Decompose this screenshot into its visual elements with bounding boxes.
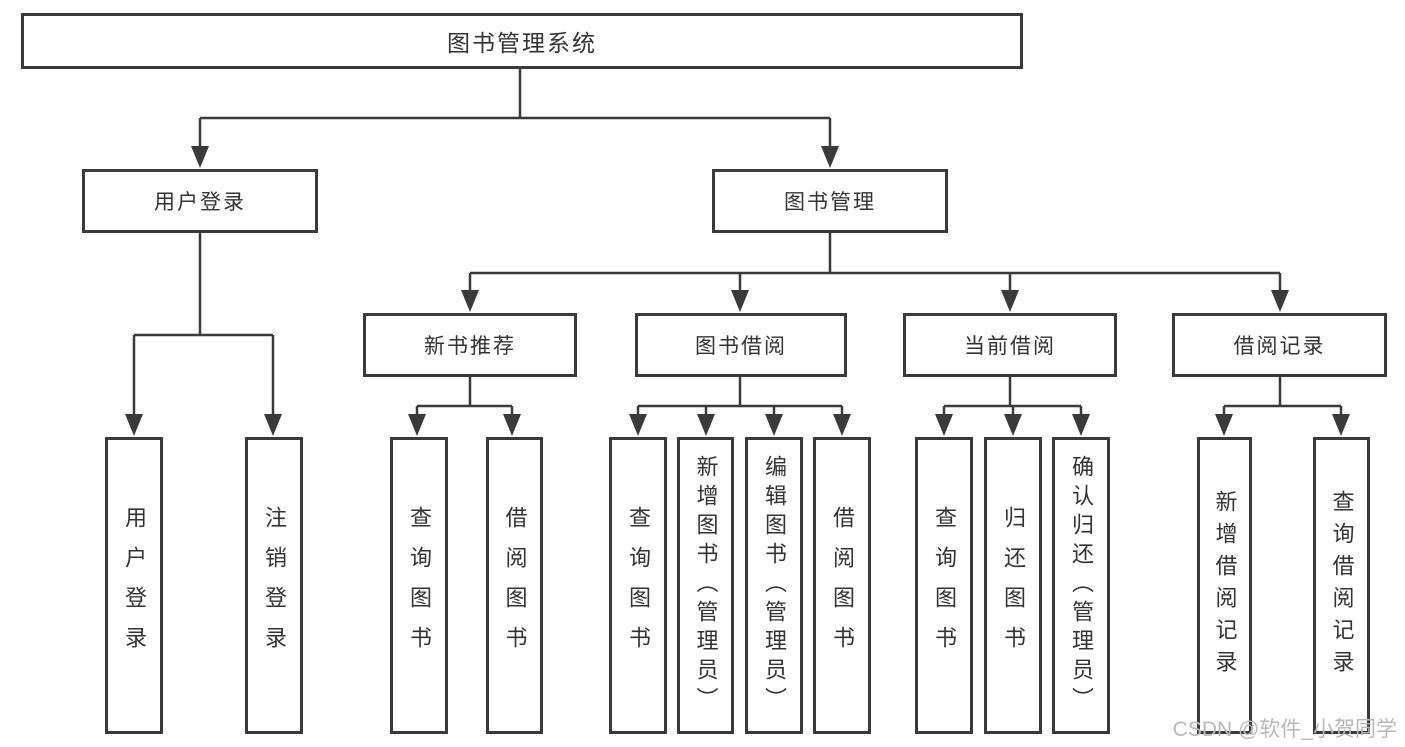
node-label: 新书推荐	[424, 335, 516, 358]
node-label: 图书借阅	[695, 335, 787, 358]
node-label: 当前借阅	[964, 335, 1056, 358]
leaf-label: 确认归还（管理员）	[1069, 455, 1094, 716]
node-user-login: 用户登录	[82, 169, 318, 233]
leaf-label: 查询图书	[932, 505, 957, 666]
leaf-label: 借阅图书	[830, 505, 855, 666]
arrowheads	[125, 146, 1350, 436]
node-label: 图书管理系统	[447, 30, 597, 56]
node-borrow-records: 借阅记录	[1172, 313, 1387, 377]
leaf-label: 新增借阅记录	[1212, 489, 1238, 682]
leaf-add-borrow-record: 新增借阅记录	[1197, 437, 1252, 734]
node-new-book-recommend: 新书推荐	[363, 313, 577, 377]
leaf-add-books-admin: 新增图书（管理员）	[677, 437, 734, 734]
leaf-label: 查询图书	[407, 505, 432, 666]
leaf-label: 查询借阅记录	[1329, 489, 1355, 682]
leaf-edit-books-admin: 编辑图书（管理员）	[745, 437, 803, 734]
leaf-label: 借阅图书	[502, 505, 528, 666]
node-label: 用户登录	[154, 191, 246, 214]
node-label: 借阅记录	[1233, 335, 1326, 358]
node-label: 图书管理	[784, 191, 876, 214]
leaf-label: 用户登录	[122, 505, 147, 666]
leaf-confirm-return-admin: 确认归还（管理员）	[1052, 437, 1110, 734]
connector-lines	[132, 69, 1343, 421]
leaf-query-borrow-record: 查询借阅记录	[1313, 437, 1370, 734]
leaf-borrow-books-recommend: 借阅图书	[486, 437, 543, 734]
leaf-borrow-books: 借阅图书	[813, 437, 871, 734]
node-book-borrow: 图书借阅	[635, 313, 847, 377]
leaf-user-login: 用户登录	[105, 437, 163, 734]
node-library-management-system: 图书管理系统	[21, 13, 1023, 69]
leaf-query-books-recommend: 查询图书	[390, 437, 448, 734]
leaf-label: 查询图书	[626, 505, 651, 666]
node-current-borrow: 当前借阅	[903, 313, 1117, 377]
leaf-label: 注销登录	[262, 505, 287, 666]
leaf-query-books-current: 查询图书	[915, 437, 973, 734]
leaf-label: 归还图书	[1001, 505, 1026, 666]
leaf-query-books-borrow: 查询图书	[609, 437, 667, 734]
leaf-label: 编辑图书（管理员）	[762, 455, 787, 716]
leaf-logout: 注销登录	[245, 437, 303, 734]
leaf-label: 新增图书（管理员）	[693, 455, 719, 716]
leaf-return-books: 归还图书	[984, 437, 1042, 734]
csdn-watermark: CSDN @软件_小贺同学	[1172, 718, 1397, 741]
node-book-management: 图书管理	[712, 169, 948, 233]
